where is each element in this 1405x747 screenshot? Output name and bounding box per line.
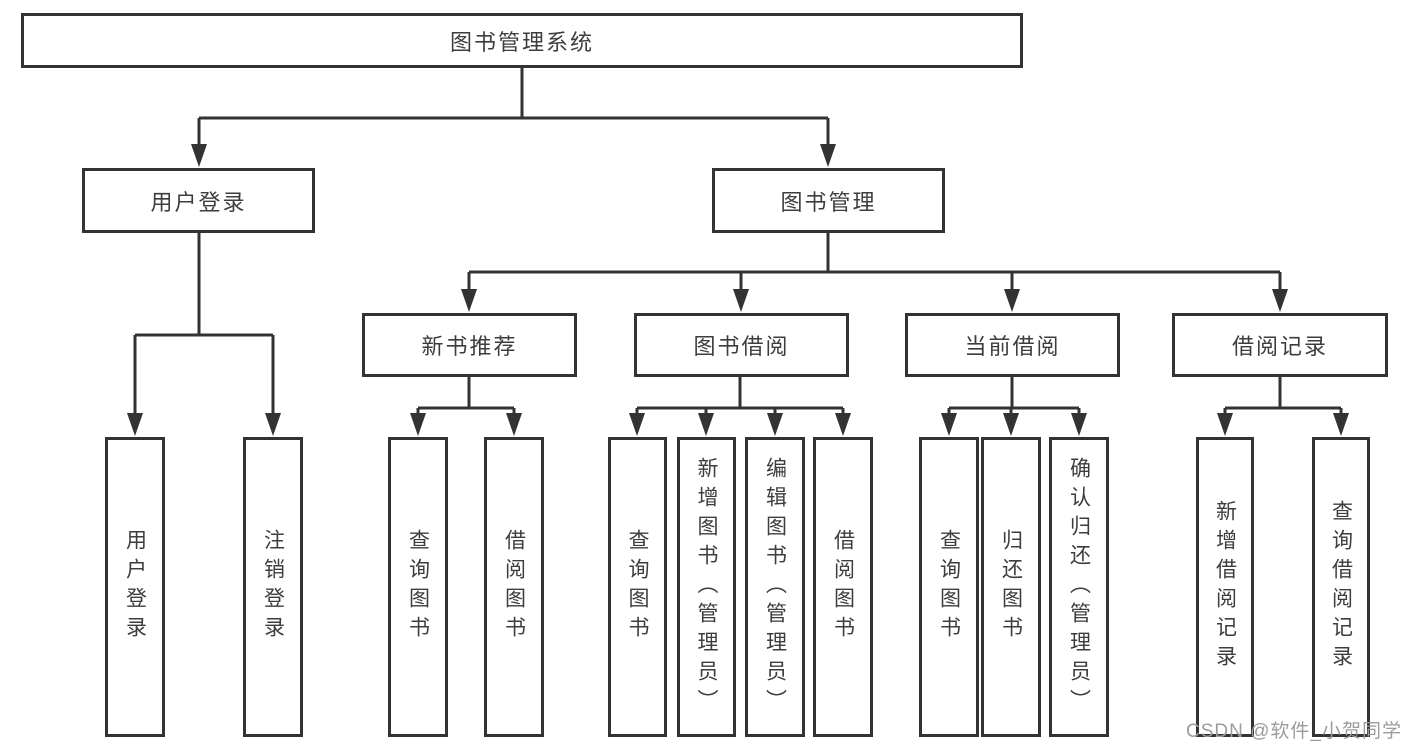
leaf-borrow-books-borrowing: 借阅图书 <box>813 437 873 737</box>
leaf-query-borrow-record-label: 查询借阅记录 <box>1329 500 1353 674</box>
node-user-login: 用户登录 <box>82 168 315 233</box>
leaf-add-borrow-record-label: 新增借阅记录 <box>1213 500 1237 674</box>
node-borrowing-records: 借阅记录 <box>1172 313 1388 377</box>
csdn-watermark: CSDN @软件_小贺同学 <box>1186 721 1402 742</box>
leaf-return-books-label: 归还图书 <box>999 529 1023 645</box>
node-book-borrowing: 图书借阅 <box>634 313 849 377</box>
leaf-borrow-books-borrowing-label: 借阅图书 <box>831 529 855 645</box>
node-new-book-recommendation: 新书推荐 <box>362 313 577 377</box>
node-book-management: 图书管理 <box>712 168 945 233</box>
leaf-logout: 注销登录 <box>243 437 303 737</box>
leaf-return-books: 归还图书 <box>981 437 1041 737</box>
leaf-borrow-books-recommendation-label: 借阅图书 <box>502 529 526 645</box>
leaf-query-borrow-record: 查询借阅记录 <box>1312 437 1370 737</box>
leaf-query-books-current: 查询图书 <box>919 437 979 737</box>
leaf-query-books-current-label: 查询图书 <box>937 529 961 645</box>
node-borrowing-records-label: 借阅记录 <box>1231 334 1328 359</box>
leaf-query-books-recommendation-label: 查询图书 <box>406 529 430 645</box>
leaf-add-borrow-record: 新增借阅记录 <box>1196 437 1254 737</box>
leaf-edit-books-admin: 编辑图书（管理员） <box>745 437 805 737</box>
leaf-query-books-borrowing: 查询图书 <box>608 437 667 737</box>
leaf-confirm-return-admin-label: 确认归还（管理员） <box>1067 456 1091 718</box>
leaf-user-login-label: 用户登录 <box>123 529 147 645</box>
node-user-login-label: 用户登录 <box>150 189 247 215</box>
node-current-borrowing: 当前借阅 <box>905 313 1120 377</box>
node-new-book-recommendation-label: 新书推荐 <box>421 334 518 359</box>
leaf-add-books-admin: 新增图书（管理员） <box>677 437 736 737</box>
leaf-query-books-borrowing-label: 查询图书 <box>626 529 649 645</box>
leaf-confirm-return-admin: 确认归还（管理员） <box>1049 437 1109 737</box>
leaf-edit-books-admin-label: 编辑图书（管理员） <box>763 456 787 718</box>
node-current-borrowing-label: 当前借阅 <box>964 334 1061 359</box>
leaf-query-books-recommendation: 查询图书 <box>388 437 448 737</box>
node-book-management-label: 图书管理 <box>780 189 877 215</box>
leaf-add-books-admin-label: 新增图书（管理员） <box>695 456 718 718</box>
root-node-library-management-system: 图书管理系统 <box>21 13 1023 68</box>
node-book-borrowing-label: 图书借阅 <box>693 334 790 359</box>
leaf-borrow-books-recommendation: 借阅图书 <box>484 437 544 737</box>
root-node-label: 图书管理系统 <box>449 29 594 55</box>
leaf-logout-label: 注销登录 <box>261 529 285 645</box>
leaf-user-login: 用户登录 <box>105 437 165 737</box>
